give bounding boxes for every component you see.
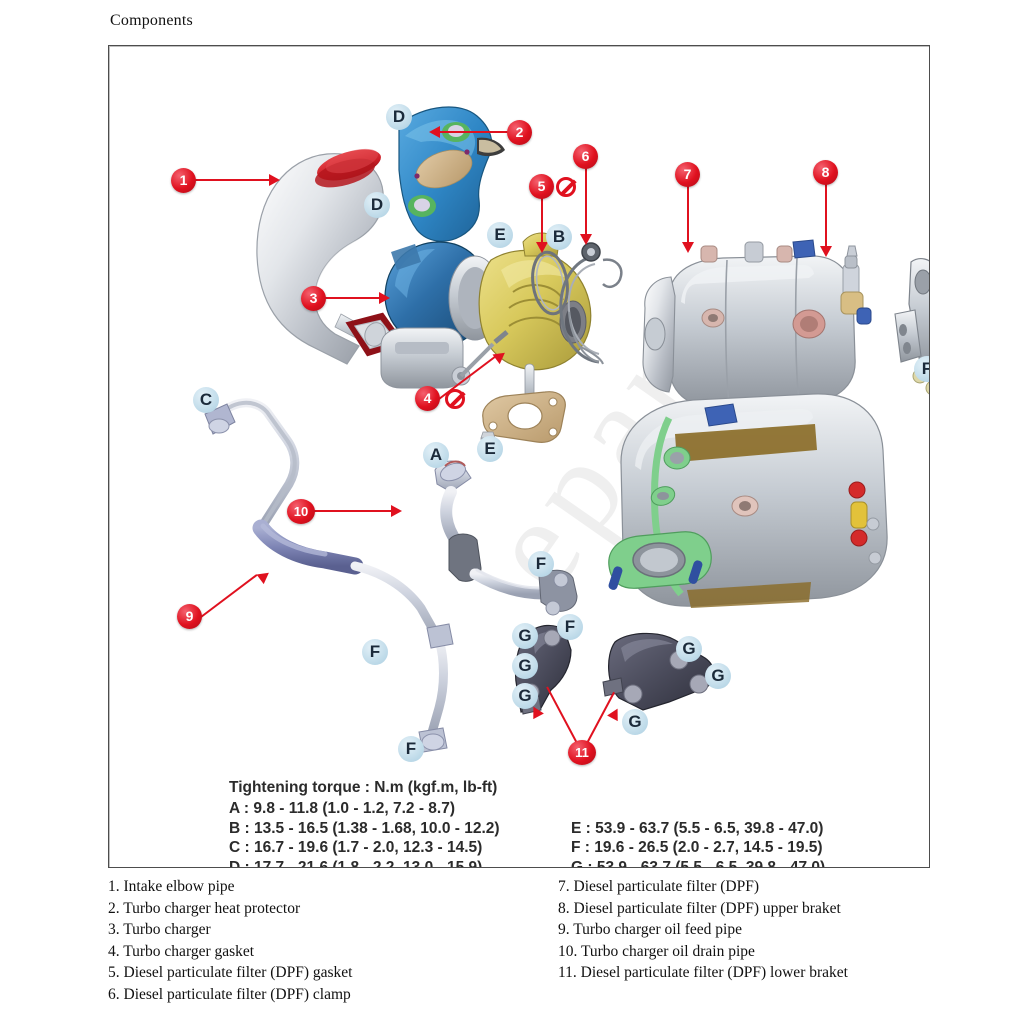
torque-spec-g: G : 53.9 - 63.7 (5.5 - 6.5, 39.8 - 47.0) — [571, 858, 826, 868]
leader-arrow-8 — [820, 246, 832, 257]
leader-arrow-7 — [682, 242, 694, 253]
torque-spec-e: E : 53.9 - 63.7 (5.5 - 6.5, 39.8 - 47.0) — [571, 819, 824, 837]
part-dpf-upper-bracket — [894, 258, 929, 395]
callout-6[interactable]: 6 — [573, 144, 598, 169]
legend-item-5: 5. Diesel particulate filter (DPF) gaske… — [108, 964, 353, 981]
callout-9[interactable]: 9 — [177, 604, 202, 629]
torque-spec-f: F : 19.6 - 26.5 (2.0 - 2.7, 14.5 - 19.5) — [571, 839, 823, 856]
torque-marker-c-1: C — [193, 387, 219, 413]
leader-line-6 — [585, 168, 587, 240]
torque-row-a-e: A : 9.8 - 11.8 (1.0 - 1.2, 7.2 - 8.7) — [229, 799, 929, 819]
part-intake-elbow-pipe — [256, 148, 406, 365]
torque-spec-a: A : 9.8 - 11.8 (1.0 - 1.2, 7.2 - 8.7) — [229, 800, 456, 817]
part-dpf-clamp — [559, 242, 623, 365]
part-turbo-gasket — [482, 391, 566, 443]
no-reuse-icon-4 — [445, 389, 465, 409]
exploded-view-artwork — [204, 106, 929, 753]
part-heat-protector — [398, 106, 505, 242]
callout-11[interactable]: 11 — [568, 740, 596, 765]
torque-marker-g-4: G — [676, 636, 702, 662]
legend-item-10: 10. Turbo charger oil drain pipe — [558, 942, 755, 960]
page-title: Components — [110, 12, 193, 29]
part-dpf-assembly — [608, 239, 888, 608]
legend-item-6: 6. Diesel particulate filter (DPF) clamp — [108, 985, 351, 1003]
torque-spec-c: C : 16.7 - 19.6 (1.7 - 2.0, 12.3 - 14.5) — [229, 839, 483, 856]
torque-row-d-g: D : 17.7 - 21.6 (1.8 - 2.2, 13.0 - 15.9)… — [229, 858, 929, 868]
torque-spec-d: D : 17.7 - 21.6 (1.8 - 2.2, 13.0 - 15.9) — [229, 858, 483, 868]
leader-arrow-3 — [379, 292, 390, 304]
callout-7[interactable]: 7 — [675, 162, 700, 187]
part-turbo-charger — [380, 232, 592, 409]
torque-spec-blank — [571, 799, 913, 819]
legend-item-7: 7. Diesel particulate filter (DPF) — [558, 878, 760, 895]
leader-arrow-10 — [391, 505, 402, 517]
torque-row-b-e: B : 13.5 - 16.5 (1.38 - 1.68, 10.0 - 12.… — [229, 819, 929, 839]
legend-item-11: 11. Diesel particulate filter (DPF) lowe… — [558, 964, 848, 981]
torque-marker-d-2: D — [364, 192, 390, 218]
leader-line-7 — [687, 186, 689, 248]
torque-marker-f-4: F — [398, 736, 424, 762]
legend-item-1: 1. Intake elbow pipe — [108, 878, 235, 895]
legend-item-9: 9. Turbo charger oil feed pipe — [558, 921, 742, 938]
torque-marker-e-2: E — [477, 436, 503, 462]
torque-marker-f-5: F — [914, 356, 929, 382]
leader-arrow-5 — [536, 242, 548, 253]
torque-marker-d-1: D — [386, 104, 412, 130]
callout-4[interactable]: 4 — [415, 386, 440, 411]
callout-3[interactable]: 3 — [301, 286, 326, 311]
legend-item-8: 8. Diesel particulate filter (DPF) upper… — [558, 899, 841, 917]
part-oil-drain-pipe — [434, 460, 578, 616]
leader-line-10 — [314, 510, 394, 512]
torque-marker-g-6: G — [622, 709, 648, 735]
tightening-torque-block: Tightening torque : N.m (kgf.m, lb-ft) A… — [229, 779, 929, 868]
leader-line-3 — [324, 297, 382, 299]
leader-line-8 — [825, 184, 827, 252]
callout-1[interactable]: 1 — [171, 168, 196, 193]
callout-10[interactable]: 10 — [287, 499, 315, 524]
torque-marker-f-3: F — [362, 639, 388, 665]
torque-marker-b-1: B — [546, 224, 572, 250]
callout-5[interactable]: 5 — [529, 174, 554, 199]
leader-line-1 — [194, 179, 272, 181]
torque-marker-g-2: G — [512, 653, 538, 679]
torque-marker-a-1: A — [423, 442, 449, 468]
parts-legend-left-column: 1. Intake elbow pipe 2. Turbo charger he… — [108, 876, 558, 1005]
torque-marker-f-1: F — [528, 551, 554, 577]
torque-spec-b: B : 13.5 - 16.5 (1.38 - 1.68, 10.0 - 12.… — [229, 819, 500, 837]
torque-marker-g-3: G — [512, 683, 538, 709]
leader-line-2 — [439, 131, 509, 133]
callout-8[interactable]: 8 — [813, 160, 838, 185]
no-reuse-icon-5 — [556, 177, 576, 197]
part-oil-feed-pipe — [204, 398, 454, 753]
leader-line-5 — [541, 198, 543, 248]
torque-heading: Tightening torque : N.m (kgf.m, lb-ft) — [229, 779, 498, 796]
legend-item-4: 4. Turbo charger gasket — [108, 942, 255, 960]
callout-2[interactable]: 2 — [507, 120, 532, 145]
leader-arrow-6 — [580, 234, 592, 245]
components-diagram-frame: eparts — [108, 45, 930, 868]
torque-row-c-f: C : 16.7 - 19.6 (1.7 - 2.0, 12.3 - 14.5)… — [229, 838, 929, 858]
torque-marker-g-5: G — [705, 663, 731, 689]
leader-arrow-2 — [429, 126, 440, 138]
legend-item-3: 3. Turbo charger — [108, 921, 211, 938]
parts-legend-right-column: 7. Diesel particulate filter (DPF) 8. Di… — [558, 876, 1008, 1005]
torque-marker-g-1: G — [512, 623, 538, 649]
parts-legend: 1. Intake elbow pipe 2. Turbo charger he… — [108, 876, 1008, 1005]
torque-marker-e-1: E — [487, 222, 513, 248]
torque-marker-f-2: F — [557, 614, 583, 640]
legend-item-2: 2. Turbo charger heat protector — [108, 899, 301, 917]
leader-arrow-1 — [269, 174, 280, 186]
